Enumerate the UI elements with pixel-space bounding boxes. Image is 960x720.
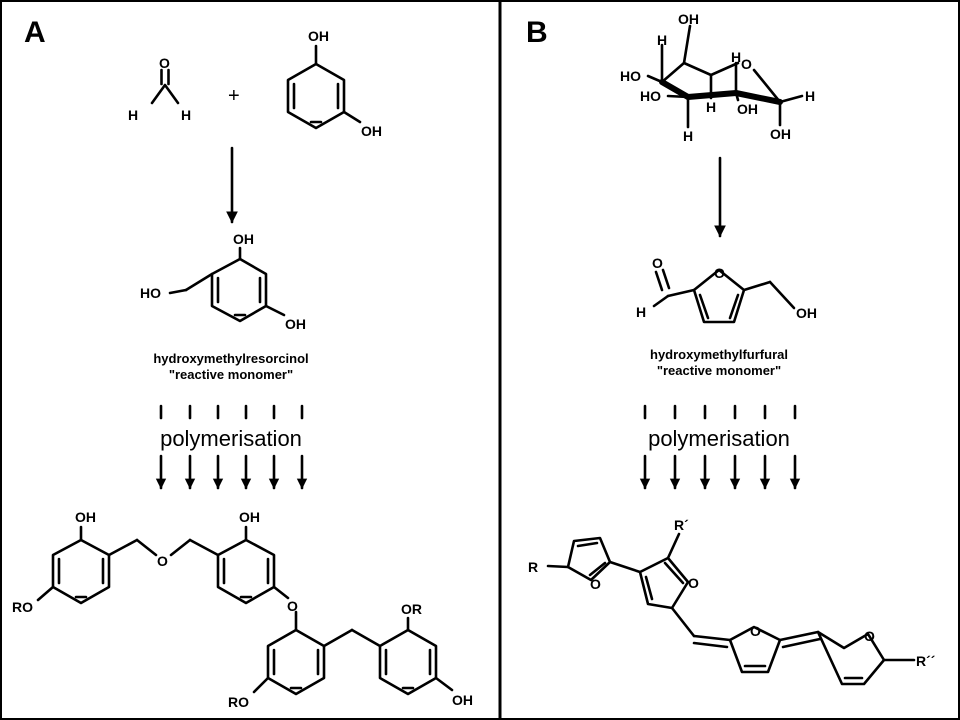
atom-label: RO [12, 599, 33, 615]
atom-label: OR [401, 601, 422, 617]
atom-label: H [706, 99, 716, 115]
atom-label: H [683, 128, 693, 144]
atom-label: O [652, 255, 663, 271]
plus-sign: + [228, 85, 240, 107]
atom-label: H [181, 107, 191, 123]
atom-label: H [636, 304, 646, 320]
atom-label: OH [796, 305, 817, 321]
monomer-b-label: "reactive monomer" [657, 363, 781, 378]
monomer-a-name: hydroxymethylresorcinol [153, 351, 308, 366]
atom-label: R [528, 559, 538, 575]
formaldehyde: O H H [128, 55, 191, 123]
atom-label: HO [620, 68, 641, 84]
process-label-b: polymerisation [648, 426, 790, 451]
atom-label: OH [308, 28, 329, 44]
atom-label: O [159, 55, 170, 71]
panel-a: A O H H + OH OH [12, 16, 473, 710]
atom-label: OH [452, 692, 473, 708]
panel-a-letter: A [24, 16, 46, 49]
hmf-polymer-structure: R O R´ O O O R´´ [528, 517, 936, 686]
atom-label: O [741, 56, 752, 72]
panel-b-letter: B [526, 16, 548, 49]
monomer-b-name: hydroxymethylfurfural [650, 347, 788, 362]
atom-label: R´´ [916, 653, 936, 669]
panel-b: B OH H HO HO H H H O OH [526, 11, 936, 686]
hydroxymethylresorcinol-structure: OH HO OH [140, 231, 306, 332]
resorcinol: OH OH [286, 28, 382, 139]
atom-label: O [590, 576, 601, 592]
atom-label: OH [285, 316, 306, 332]
atom-label: H [128, 107, 138, 123]
polymerisation-arrows-b [639, 404, 801, 490]
polymerisation-arrows-a [155, 404, 308, 490]
atom-label: O [157, 553, 168, 569]
glucose-structure: OH H HO HO H H H O OH H OH [620, 11, 815, 144]
rf-polymer-structure: OH RO O OH O RO OR OH [12, 509, 473, 710]
atom-label: O [714, 265, 725, 281]
atom-label: H [657, 32, 667, 48]
atom-label: HO [640, 88, 661, 104]
atom-label: HO [140, 285, 161, 301]
monomer-a-label: "reactive monomer" [169, 367, 293, 382]
atom-label: O [688, 575, 699, 591]
atom-label: RO [228, 694, 249, 710]
atom-label: O [287, 598, 298, 614]
atom-label: H [731, 49, 741, 65]
atom-label: OH [75, 509, 96, 525]
atom-label: H [805, 88, 815, 104]
atom-label: OH [737, 101, 758, 117]
atom-label: OH [233, 231, 254, 247]
atom-label: OH [239, 509, 260, 525]
atom-label: O [750, 623, 761, 639]
hmf-structure: O H O OH [636, 255, 817, 324]
atom-label: R´ [674, 517, 689, 533]
atom-label: OH [678, 11, 699, 27]
atom-label: O [864, 628, 875, 644]
process-label-a: polymerisation [160, 426, 302, 451]
atom-label: OH [770, 126, 791, 142]
atom-label: OH [361, 123, 382, 139]
